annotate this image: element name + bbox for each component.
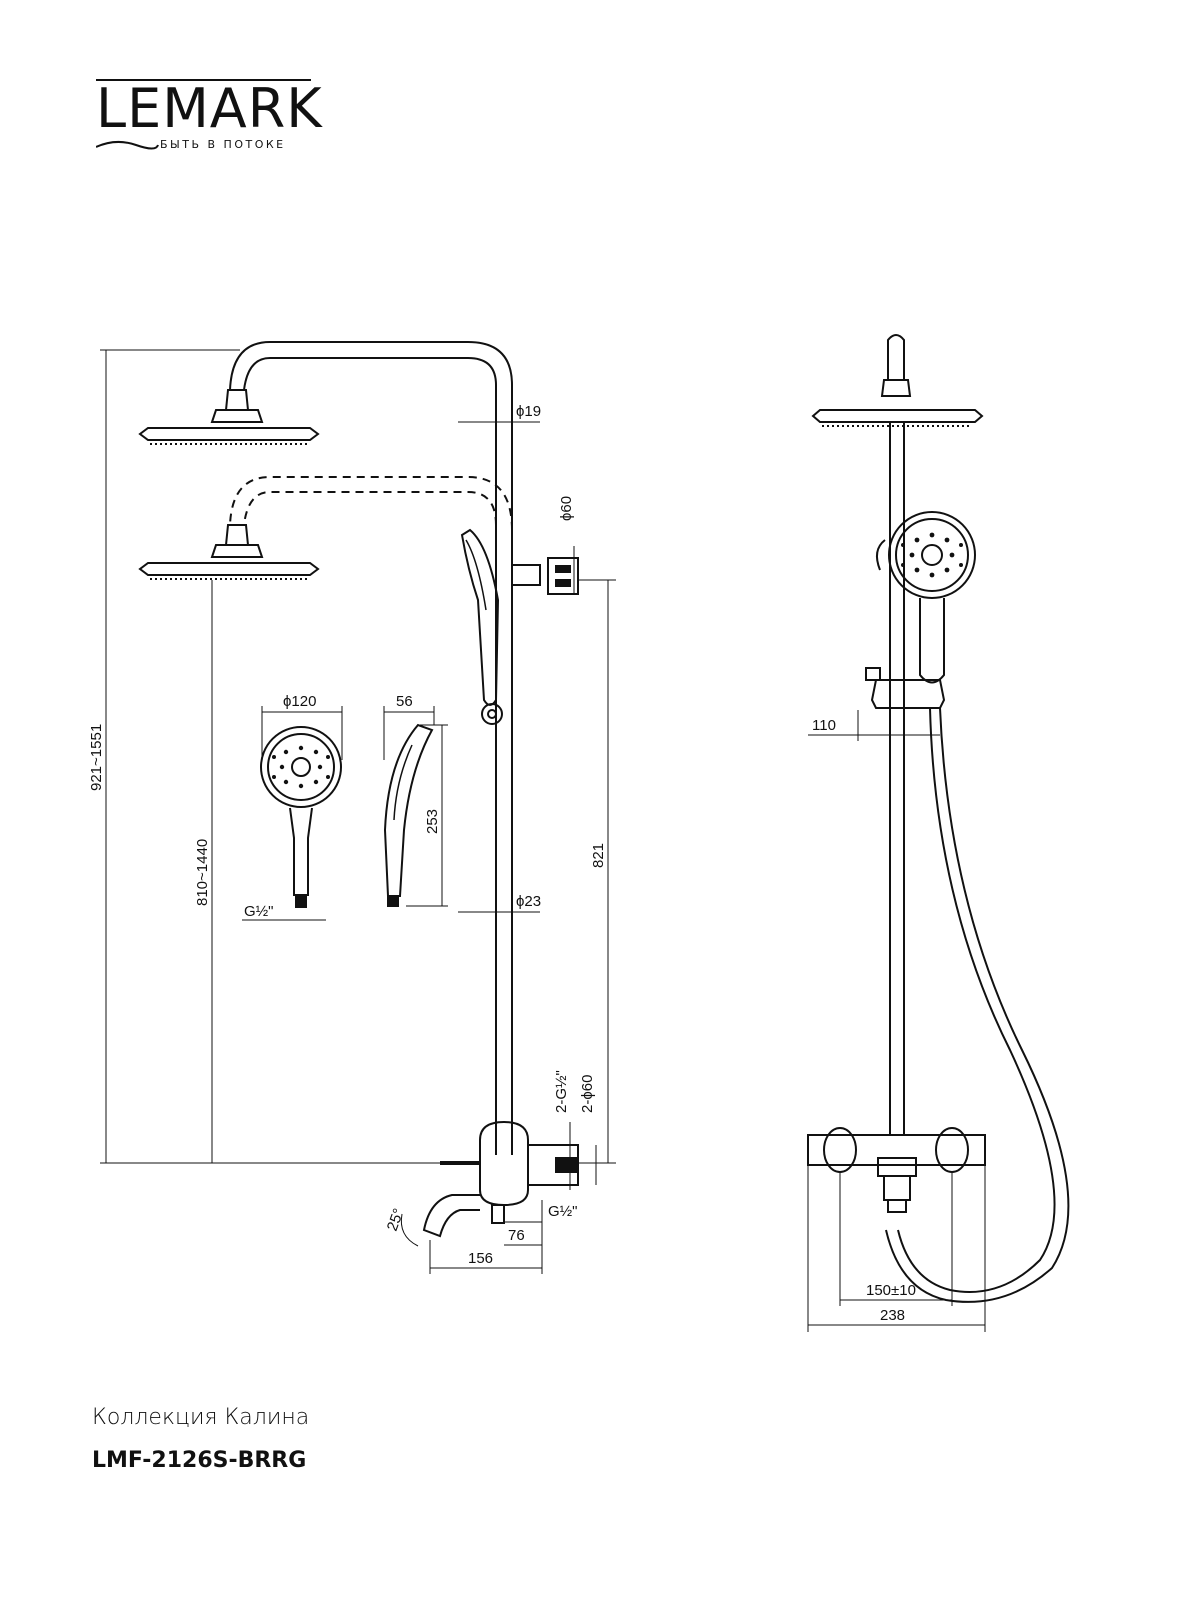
dim-w238: 238 [880, 1307, 905, 1324]
dim-d120: ϕ120 [283, 693, 316, 710]
dim-angle: 25° [384, 1206, 408, 1233]
dim-range-total: 921~1551 [88, 724, 105, 791]
collection-name: Коллекция Калина [92, 1405, 310, 1430]
brand-tagline: БЫТЬ В ПОТОКЕ [160, 138, 286, 151]
dim-w110: 110 [812, 717, 836, 734]
dim-h253: 253 [424, 809, 441, 834]
dim-inlets: 2-G½" [553, 1070, 570, 1113]
logo-lines [96, 79, 311, 150]
dim-d60-mixer: 2-ϕ60 [579, 1075, 596, 1113]
dim-g-half-hand: G½" [244, 903, 274, 920]
dim-d23: ϕ23 [516, 893, 541, 910]
dim-d19: ϕ19 [516, 403, 541, 420]
dim-g-half-mixer: G½" [548, 1203, 578, 1220]
dim-w56: 56 [396, 693, 413, 710]
dim-spacing: 150±10 [866, 1282, 916, 1299]
dim-w156: 156 [468, 1250, 493, 1267]
dim-h821: 821 [590, 843, 607, 868]
dim-w76: 76 [508, 1227, 525, 1244]
dim-d60-top: ϕ60 [558, 496, 575, 521]
brand-logo: LEMARK БЫТЬ В ПОТОКЕ [96, 78, 356, 158]
dim-range-head: 810~1440 [194, 839, 211, 906]
model-number: LMF-2126S-BRRG [92, 1448, 307, 1473]
brand-wordmark: LEMARK [96, 77, 323, 140]
